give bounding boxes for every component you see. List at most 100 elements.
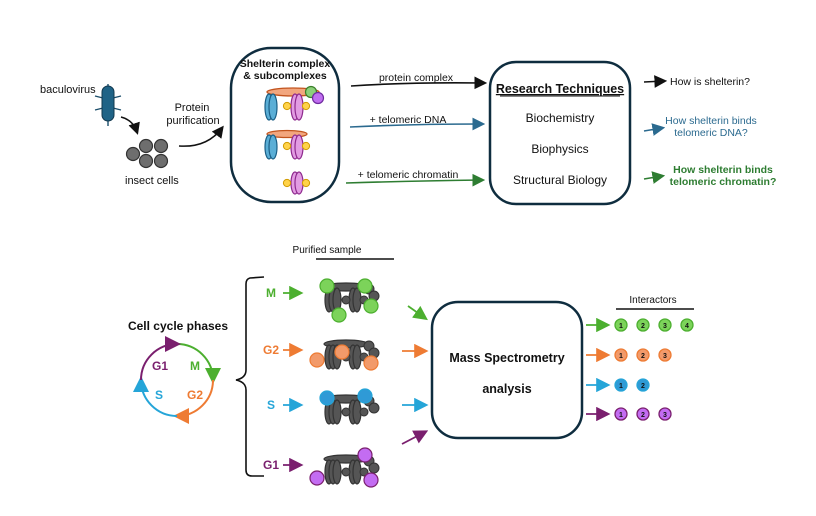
insect-cells-icon [125, 138, 169, 169]
interactor-1 [614, 348, 628, 362]
phase-bracket [235, 276, 265, 477]
interactor-bead [357, 278, 373, 294]
interactor-2 [636, 348, 650, 362]
phase-row-m: M [266, 278, 428, 323]
cycle-label-g2: G2 [187, 388, 203, 402]
interactor-1 [614, 407, 628, 421]
interactor-3 [658, 318, 672, 332]
cell-cycle-diagram [133, 336, 221, 424]
research-techniques-box [488, 60, 632, 206]
interactor-3 [658, 348, 672, 362]
shelterin-complex-icon [309, 339, 380, 371]
cycle-label-s: S [155, 388, 163, 402]
interactor-bead [363, 355, 379, 371]
interactor-number: 4 [685, 323, 689, 330]
interactor-2 [636, 318, 650, 332]
interactor-number: 1 [619, 353, 623, 360]
interactor-number: 2 [641, 412, 645, 419]
interactor-3 [658, 407, 672, 421]
purification-arrow [178, 125, 224, 147]
purification-label-2: purification [166, 115, 219, 127]
arrow-label-telomeric-chromatin: + telomeric chromatin [358, 169, 459, 181]
purified-sample-title: Purified sample [293, 245, 362, 256]
interactor-bead [334, 344, 350, 360]
interactor-4 [680, 318, 694, 332]
interactor-number: 1 [619, 323, 623, 330]
interactor-row-g2: 1 2 3 [586, 347, 672, 363]
cycle-arc-g1 [140, 336, 181, 381]
research-techniques-title: Research Techniques [496, 82, 624, 96]
question-2-line-2: telomeric DNA? [674, 127, 748, 139]
phase-row-g1: G1 [263, 430, 429, 488]
protein-complex-arrow [350, 76, 488, 90]
mass-spec-line-1: Mass Spectrometry [449, 351, 564, 365]
cycle-arc-m [176, 343, 221, 384]
phase-row-s: S [267, 388, 429, 425]
interactor-bead [319, 278, 335, 294]
shelterin-title-1: Shelterin complex [240, 58, 331, 70]
interactor-1 [614, 378, 628, 392]
technique-structural-biology: Structural Biology [513, 173, 607, 187]
shelterin-title-2: & subcomplexes [243, 70, 327, 82]
interactor-number: 3 [663, 353, 667, 360]
interactor-number: 2 [641, 383, 645, 390]
interactor-number: 1 [619, 383, 623, 390]
interactor-bead [319, 390, 335, 406]
phase-rows: M G2S G1 [263, 278, 429, 488]
question-arrow-2 [643, 123, 666, 136]
infection-arrow [120, 116, 140, 135]
mass-spec-box [430, 300, 584, 440]
interactor-number: 3 [663, 412, 667, 419]
question-1: How is shelterin? [670, 76, 750, 88]
baculovirus-label: baculovirus [40, 84, 96, 96]
interactor-row-g1: 1 2 3 [586, 406, 672, 422]
cycle-label-m: M [190, 359, 200, 373]
question-3-line-1: How shelterin binds [673, 164, 773, 176]
interactor-2 [636, 378, 650, 392]
cycle-label-g1: G1 [152, 359, 168, 373]
shelterin-complex-icon [319, 388, 380, 425]
interactor-1 [614, 318, 628, 332]
interactor-row-m: 1 2 3 4 [586, 317, 694, 333]
shelterin-minimal-subcomplex-icon [282, 171, 311, 195]
baculovirus-icon [94, 84, 122, 126]
interactor-bead [357, 447, 373, 463]
insect-cells-label: insect cells [125, 175, 179, 187]
arrow-label-protein-complex: protein complex [379, 72, 454, 84]
to-ms-arrow [407, 305, 428, 321]
interactor-bead [357, 388, 373, 404]
question-arrow-3 [643, 171, 666, 184]
question-arrow-1 [643, 75, 668, 88]
question-3-line-2: telomeric chromatin? [670, 176, 777, 188]
interactor-bead [331, 307, 347, 323]
purification-label-1: Protein [175, 102, 210, 114]
interactor-bead [363, 472, 379, 488]
interactor-number: 2 [641, 323, 645, 330]
interactor-bead [363, 298, 379, 314]
shelterin-complex-icon [319, 278, 380, 323]
cycle-arc-g2 [173, 379, 214, 424]
arrow-label-telomeric-dna: + telomeric DNA [370, 114, 447, 126]
interactor-number: 1 [619, 412, 623, 419]
interactor-number: 3 [663, 323, 667, 330]
interactors-title: Interactors [629, 295, 676, 306]
interactor-bead [309, 470, 325, 486]
phase-label: M [266, 286, 276, 300]
question-2-line-1: How shelterin binds [665, 115, 757, 127]
interactor-2 [636, 407, 650, 421]
telomeric-dna-arrow [349, 117, 486, 131]
phase-label: G1 [263, 458, 279, 472]
shelterin-complex-icon [309, 447, 380, 488]
cell-cycle-title: Cell cycle phases [128, 319, 228, 333]
phase-label: S [267, 398, 275, 412]
cycle-arc-s [133, 376, 178, 417]
interactor-number: 2 [641, 353, 645, 360]
to-ms-arrow [401, 430, 429, 445]
technique-biophysics: Biophysics [531, 142, 588, 156]
shelterin-full-complex-icon [264, 85, 325, 121]
mass-spec-line-2: analysis [482, 382, 531, 396]
phase-label: G2 [263, 343, 279, 357]
